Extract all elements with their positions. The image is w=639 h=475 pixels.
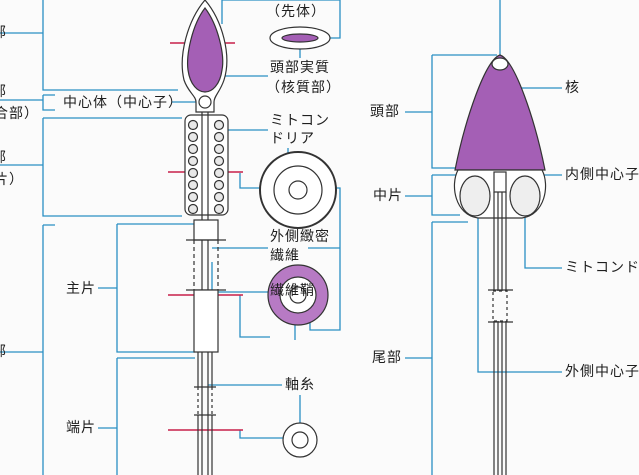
cut-label: 部 xyxy=(0,150,7,166)
label-end-piece: 端片 xyxy=(66,420,96,436)
label-head-substance: 頭部実質 xyxy=(270,60,330,76)
label-outer-centriole: 外側中心子 xyxy=(565,364,639,380)
left-brackets xyxy=(0,0,341,475)
cut-label: 部 xyxy=(0,25,7,41)
label-centrosome: 中心体（中心子） xyxy=(63,95,183,111)
label-mitochondria-2: ドリア xyxy=(270,131,315,147)
cut-label: 部 xyxy=(0,344,7,360)
cut-label: 部 xyxy=(0,84,7,100)
label-mitochondria-1: ミトコン xyxy=(270,113,330,129)
cut-label: 片） xyxy=(0,172,24,188)
right-sperm xyxy=(453,54,547,475)
label-principal-piece: 主片 xyxy=(66,281,96,297)
label-fibrous-sheath: 繊維鞘 xyxy=(270,283,315,299)
label-midpiece: 中片 xyxy=(373,188,403,204)
cross-sections xyxy=(259,26,337,458)
label-inner-centriole: 内側中心子 xyxy=(565,167,639,183)
label-mitochondria: ミトコンド xyxy=(565,260,639,276)
label-head: 頭部 xyxy=(370,104,400,120)
label-tail: 尾部 xyxy=(372,350,402,366)
cut-label: 合部） xyxy=(0,106,39,122)
right-brackets xyxy=(405,0,562,475)
left-sperm xyxy=(181,0,229,475)
label-acrosome: （先体） xyxy=(266,4,326,20)
label-nucleoplasm: （核質部） xyxy=(266,80,341,96)
label-outer-dense-fiber-1: 外側緻密 xyxy=(270,229,330,245)
end-piece-cross-section xyxy=(282,422,318,458)
label-outer-dense-fiber-2: 繊維 xyxy=(270,248,300,264)
label-nucleus: 核 xyxy=(565,80,580,96)
label-axoneme: 軸糸 xyxy=(285,377,315,393)
